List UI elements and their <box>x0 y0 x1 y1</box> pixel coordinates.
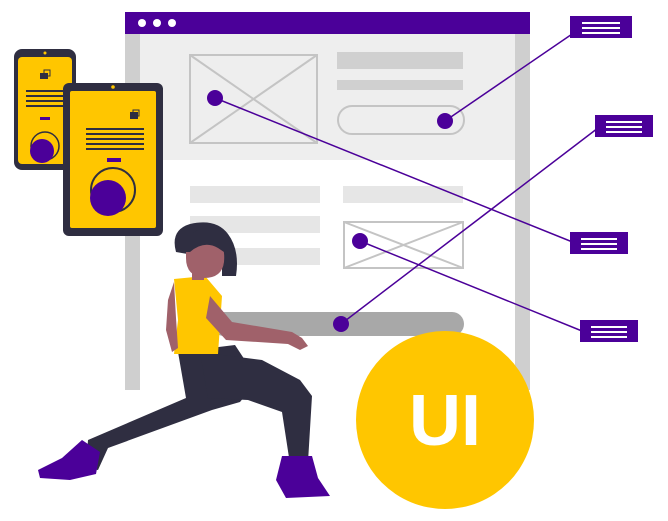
ui-badge: UI <box>356 331 534 509</box>
annotation-connectors <box>214 29 599 332</box>
image-placeholder-small-icon <box>343 221 464 269</box>
content-bar-right-1 <box>343 186 463 203</box>
person-front-shoe <box>276 456 330 498</box>
hero-text-bar-2 <box>337 80 463 90</box>
ui-badge-label: UI <box>409 381 481 461</box>
annotation-tag-icon <box>595 115 653 137</box>
person-arm <box>206 296 308 350</box>
person-bangs <box>180 227 231 256</box>
person-left-arm <box>166 282 178 352</box>
hero-button-outline <box>337 105 465 135</box>
annotation-tag-icon <box>580 320 638 342</box>
image-placeholder-icon <box>189 54 318 144</box>
annotation-points <box>207 90 453 332</box>
person-back-shoe <box>38 440 100 480</box>
annotation-tag-icon <box>570 16 632 38</box>
annotation-tags <box>570 16 653 342</box>
smartphone-icon <box>14 49 76 170</box>
person-top <box>174 276 222 354</box>
browser-window-dots-icon <box>138 19 176 27</box>
tablet-icon <box>63 83 163 236</box>
hero-text-bar-1 <box>337 52 463 69</box>
browser-title-bar <box>125 12 530 34</box>
person-figure <box>38 222 330 498</box>
browser-window <box>125 12 530 390</box>
content-bar-left-1 <box>190 186 320 203</box>
annotation-tag-icon <box>570 232 628 254</box>
person-front-leg <box>200 352 312 464</box>
